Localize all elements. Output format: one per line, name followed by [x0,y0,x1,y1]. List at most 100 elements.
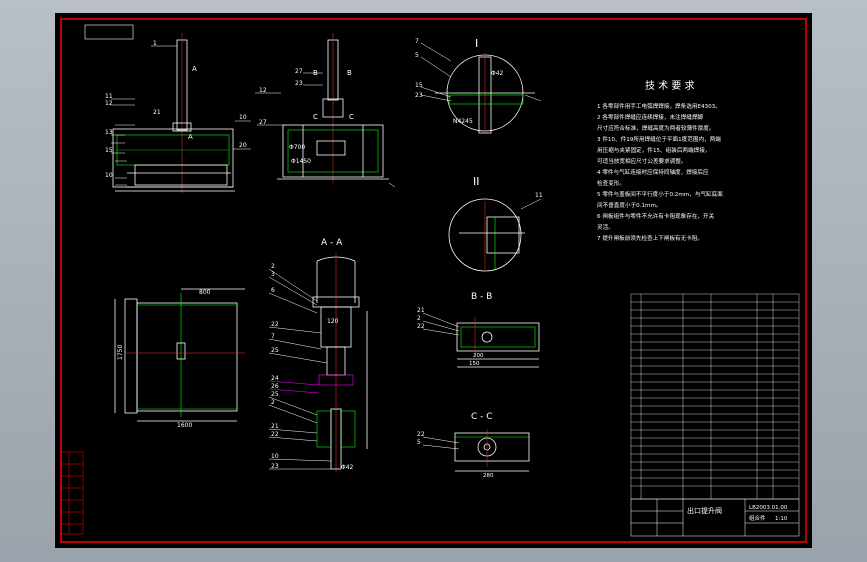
title-block-name: 出口提升阀 [687,506,722,515]
side-view [277,33,389,183]
dim-bb-150: 150 [469,361,480,367]
callout-5b: 5 [417,439,421,446]
cad-drawing: 1 11 12 21 13 15 10 10 20 A A 27 23 12 2… [60,18,807,543]
title-block [630,498,800,537]
marker-a-top: A [192,65,197,73]
callout-25b: 25 [271,391,279,398]
callout-10b: 10 [239,114,247,121]
dim-bb-200: 200 [473,353,484,359]
marker-b-right: B [347,69,352,77]
callout-15: 15 [105,147,113,154]
callout-1: 1 [153,40,157,47]
callout-2b: 2 [271,399,275,406]
front-callouts [111,45,251,186]
tech-line: 6 闸板组件与零件不允许有卡阻现象存在，开关 [597,212,715,220]
dim-n4245: N4245 [453,118,473,125]
tech-line: 尺寸应符合标准，焊缝高度为两者较薄件厚度。 [597,124,714,132]
callout-12b: 12 [259,87,267,94]
gate-plate-view [114,288,245,422]
callout-23c: 23 [271,463,279,470]
detail-i [435,53,535,134]
section-bb-callouts [422,312,460,336]
callout-22d: 22 [417,431,425,438]
tech-line: 3 件10、件19所用焊缝位于平面1度范围内，两端 [597,135,721,143]
callout-15b: 15 [415,82,423,89]
section-aa-label: A - A [321,238,343,248]
detail-ii [448,198,525,272]
detail-i-label: I [475,37,478,50]
title-block-scale: 1:10 [775,516,788,522]
parts-list-rows [631,301,799,487]
dim-phi42: Φ42 [491,70,504,77]
callout-12: 12 [105,100,113,107]
marker-c-right: C [349,113,354,121]
tech-line: 2 各零部件焊缝应连续焊接，未注焊缝焊脚 [597,113,703,121]
tech-line: 间不垂直度小于0.1mm。 [597,201,662,209]
tech-line: 5 零件与盖板间不平行度小于0.2mm，与气缸底面 [597,190,723,198]
callout-5: 5 [415,52,419,59]
dim-1600: 1600 [177,422,192,429]
section-aa-callouts [268,268,332,470]
code-box [84,24,134,40]
callout-7: 7 [415,38,419,45]
section-bb [456,317,540,368]
marker-c-left: C [313,113,318,121]
callout-6: 6 [271,287,275,294]
section-cc [454,429,530,472]
callout-27b: 27 [259,119,267,126]
section-cc-label: C - C [471,412,493,422]
dim-cc-280: 280 [483,473,494,479]
tech-line: 4 零件与气缸连接时应保持同轴度，焊接后应 [597,168,709,176]
detail-i-callouts [420,42,542,102]
callout-27: 27 [295,68,303,75]
callout-26: 26 [271,383,279,390]
callout-11b: 11 [535,192,543,199]
section-aa [312,253,368,473]
callout-23b: 23 [415,92,423,99]
callout-3: 3 [271,271,275,278]
callout-22: 22 [271,321,279,328]
front-view [112,33,235,193]
tech-line: 1 各零部件用手工电弧焊焊接，焊条选用E4303。 [597,102,721,110]
title-block-material: 组合件 [749,514,766,522]
callout-2c: 2 [417,315,421,322]
tech-title: 技 术 要 求 [645,79,695,92]
callout-13: 13 [105,129,113,136]
dim-800: 800 [199,289,211,296]
callout-10c: 10 [271,453,279,460]
tech-line: 检查变形。 [597,179,625,187]
tech-line: 7 提升闸板前须先检查上下闸板有无卡阻。 [597,234,703,242]
callout-7b: 7 [271,333,275,340]
dim-1750: 1750 [117,345,124,360]
side-callouts [255,72,396,188]
side-table [60,451,84,535]
callout-21b: 21 [271,423,279,430]
callout-22b: 22 [271,431,279,438]
callout-10: 10 [105,172,113,179]
callout-21c: 21 [417,307,425,314]
section-bb-label: B - B [471,292,492,302]
callout-21: 21 [153,109,161,116]
drawing-sheet: 1 11 12 21 13 15 10 10 20 A A 27 23 12 2… [55,13,812,548]
dim-phi1450: Φ1450 [291,158,311,165]
callout-11: 11 [105,93,113,100]
tech-line: 可适当放宽相应尺寸公差要求调整。 [597,157,687,165]
callout-23: 23 [295,80,303,87]
outer-border [60,18,807,543]
dim-aa-120: 120 [327,318,339,325]
parts-list [630,293,800,500]
dim-phi700: Φ700 [289,144,305,151]
callout-25: 25 [271,347,279,354]
detail-ii-label: II [473,175,480,188]
callout-2: 2 [271,263,275,270]
section-cc-callouts [422,436,460,450]
detail-ii-leader [520,198,542,210]
tech-requirements: 1 各零部件用手工电弧焊焊接，焊条选用E4303。 2 各零部件焊缝应连续焊接，… [597,102,723,242]
callout-24: 24 [271,375,279,382]
callout-20: 20 [239,142,247,149]
tech-line: 用压缩与夹紧固定，件15、组装后两端焊接， [597,146,710,154]
dim-aa-phi42: Φ42 [341,464,354,471]
callout-22c: 22 [417,323,425,330]
marker-b-left: B [313,69,318,77]
marker-a-bottom: A [188,133,193,141]
